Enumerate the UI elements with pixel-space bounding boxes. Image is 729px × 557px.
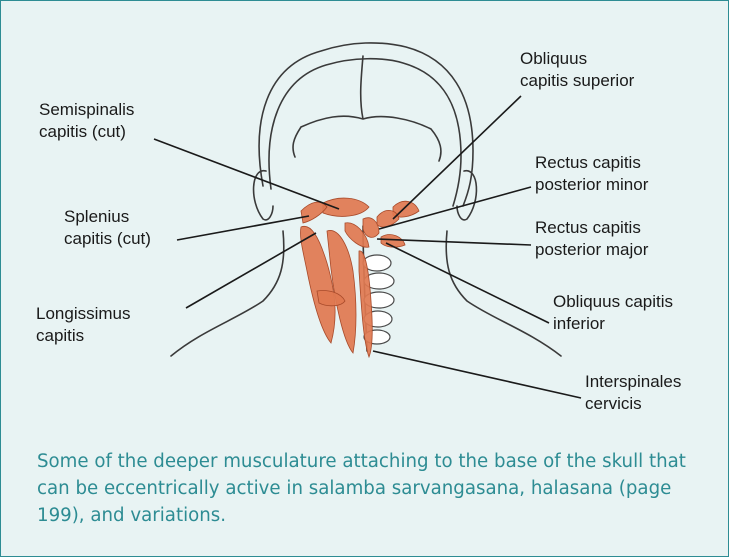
label-interspinales-cervicis: Interspinales cervicis	[585, 371, 681, 415]
label-obliquus-capitis-inferior: Obliquus capitis inferior	[553, 291, 673, 335]
obliquus-inferior-leader	[386, 243, 549, 323]
muscle-group	[300, 198, 419, 357]
left-neck	[171, 231, 284, 356]
label-obliquus-capitis-superior: Obliquus capitis superior	[520, 48, 634, 92]
figure-caption: Some of the deeper musculature attaching…	[37, 448, 697, 529]
obliquus-inferior-muscle	[381, 235, 405, 248]
obliquus-superior-leader	[393, 96, 521, 219]
semispinalis-leader	[154, 139, 339, 209]
splenius-leader	[177, 216, 309, 240]
label-longissimus-capitis: Longissimus capitis	[36, 303, 131, 347]
label-rectus-capitis-posterior-minor: Rectus capitis posterior minor	[535, 152, 648, 196]
longissimus-leader	[186, 233, 316, 308]
interspinales-leader	[373, 351, 581, 398]
label-semispinalis-capitis: Semispinalis capitis (cut)	[39, 99, 134, 143]
skull-suture	[293, 56, 441, 161]
semispinalis-muscle	[323, 198, 369, 216]
skull-outline	[259, 43, 473, 206]
label-rectus-capitis-posterior-major: Rectus capitis posterior major	[535, 217, 648, 261]
label-splenius-capitis: Splenius capitis (cut)	[64, 206, 151, 250]
